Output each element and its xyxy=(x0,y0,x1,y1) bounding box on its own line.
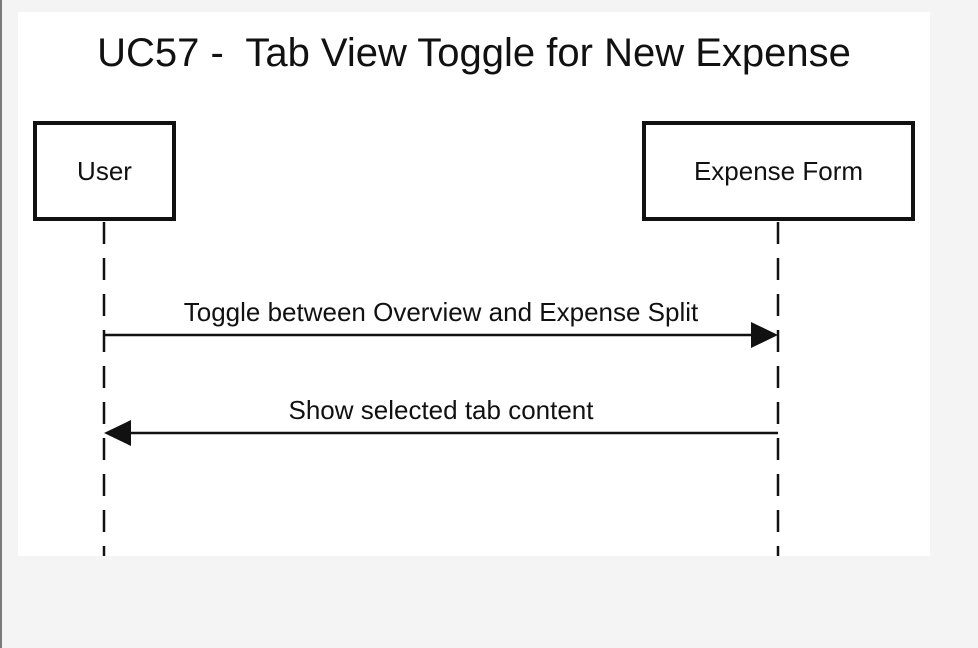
diagram-title: UC57 - Tab View Toggle for New Expense xyxy=(97,31,851,75)
participant-expense-form: Expense Form xyxy=(642,121,915,221)
toggle-message-label: Toggle between Overview and Expense Spli… xyxy=(183,297,699,327)
sequence-diagram-canvas: UC57 - Tab View Toggle for New Expense U… xyxy=(18,12,930,556)
window-left-border xyxy=(0,0,2,648)
participant-expense-form-label: Expense Form xyxy=(693,155,864,186)
show-content-message-arrowhead xyxy=(104,420,131,446)
show-content-message-label: Show selected tab content xyxy=(288,395,594,425)
diagram-svg xyxy=(102,222,780,556)
participant-user: User xyxy=(33,121,176,221)
participant-user-label: User xyxy=(77,155,132,186)
toggle-message-arrowhead xyxy=(751,322,778,348)
